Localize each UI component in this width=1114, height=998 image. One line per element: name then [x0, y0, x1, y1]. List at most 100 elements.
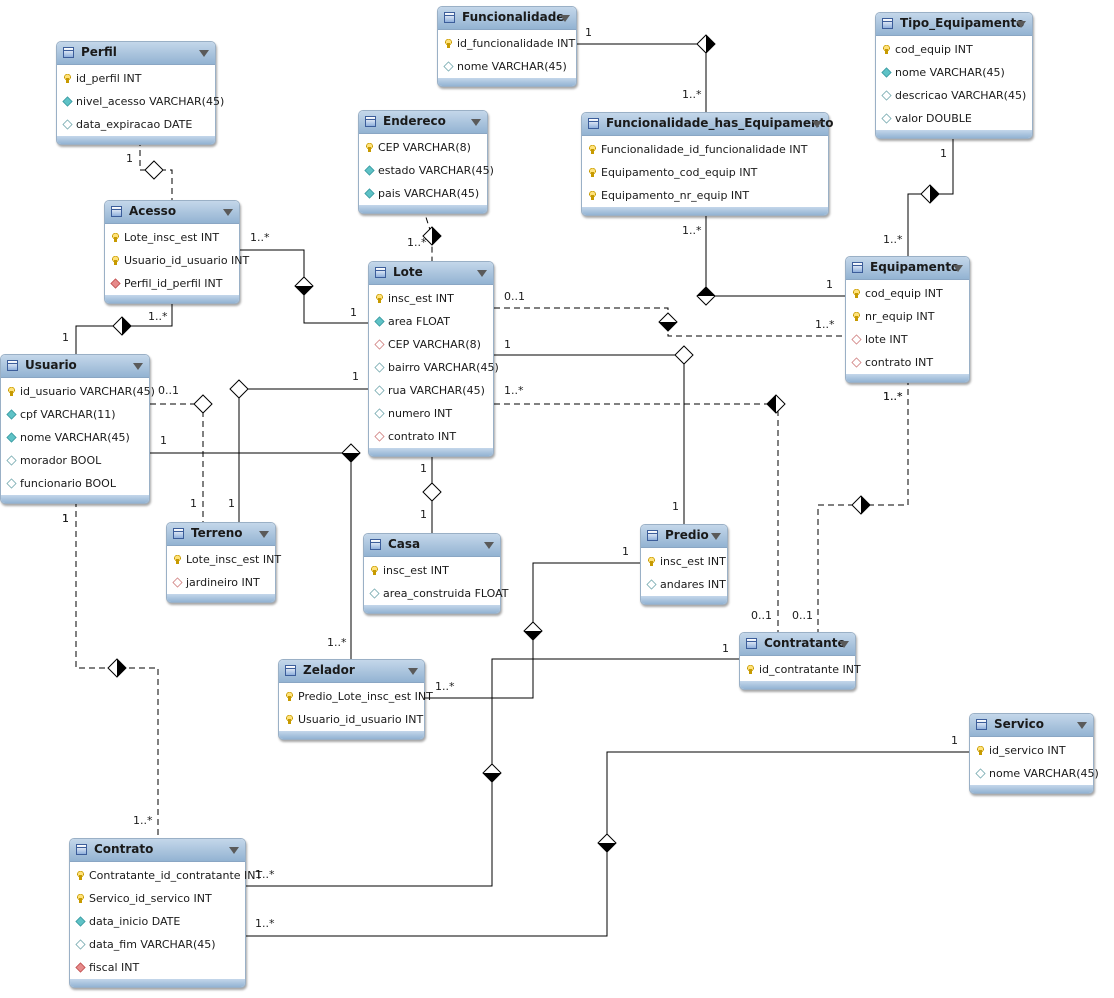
column-row[interactable]: id_funcionalidade INT: [438, 33, 576, 56]
column-row[interactable]: nivel_acesso VARCHAR(45): [57, 91, 224, 114]
column-row[interactable]: insc_est INT: [369, 288, 493, 311]
column-row[interactable]: Usuario_id_usuario INT: [279, 709, 424, 732]
table-header[interactable]: Usuario: [1, 355, 149, 378]
table-header[interactable]: Tipo_Equipamento: [876, 13, 1032, 36]
column-row[interactable]: id_servico INT: [970, 740, 1093, 763]
column-row[interactable]: nome VARCHAR(45): [438, 56, 576, 79]
column-row[interactable]: Contratante_id_contratante INT: [70, 865, 262, 888]
table-header[interactable]: Terreno: [167, 523, 275, 546]
column-row[interactable]: cpf VARCHAR(11): [1, 404, 149, 427]
column-row[interactable]: Usuario_id_usuario INT: [105, 250, 249, 273]
collapse-arrow-icon[interactable]: [471, 119, 481, 126]
table-header[interactable]: Acesso: [105, 201, 239, 224]
column-row[interactable]: lote INT: [846, 329, 969, 352]
nullable-column-icon: [369, 588, 380, 599]
collapse-arrow-icon[interactable]: [199, 50, 209, 57]
collapse-arrow-icon[interactable]: [953, 265, 963, 272]
collapse-arrow-icon[interactable]: [839, 641, 849, 648]
column-row[interactable]: nr_equip INT: [846, 306, 969, 329]
table-usuario[interactable]: Usuario id_usuario VARCHAR(45)cpf VARCHAR…: [0, 354, 155, 504]
column-row[interactable]: descricao VARCHAR(45): [876, 85, 1032, 108]
column-row[interactable]: bairro VARCHAR(45): [369, 357, 499, 380]
column-row[interactable]: Predio_Lote_insc_est INT: [279, 686, 433, 709]
column-row[interactable]: cod_equip INT: [846, 283, 969, 306]
column-row[interactable]: Servico_id_servico INT: [70, 888, 245, 911]
column-row[interactable]: data_inicio DATE: [70, 911, 245, 934]
table-header[interactable]: Predio: [641, 525, 727, 548]
collapse-arrow-icon[interactable]: [133, 363, 143, 370]
table-header[interactable]: Casa: [364, 534, 500, 557]
column-row[interactable]: pais VARCHAR(45): [359, 183, 487, 206]
column-row[interactable]: nome VARCHAR(45): [1, 427, 149, 450]
table-header[interactable]: Endereco: [359, 111, 487, 134]
column-row[interactable]: CEP VARCHAR(8): [369, 334, 493, 357]
table-header[interactable]: Funcionalidade_has_Equipamento: [582, 113, 834, 136]
column-row[interactable]: id_contratante INT: [740, 659, 861, 682]
column-row[interactable]: estado VARCHAR(45): [359, 160, 494, 183]
column-row[interactable]: insc_est INT: [364, 560, 500, 583]
column-row[interactable]: valor DOUBLE: [876, 108, 1032, 131]
column-row[interactable]: area FLOAT: [369, 311, 493, 334]
table-header[interactable]: Contratante: [740, 633, 855, 656]
column-row[interactable]: Funcionalidade_id_funcionalidade INT: [582, 139, 828, 162]
collapse-arrow-icon[interactable]: [560, 15, 570, 22]
collapse-arrow-icon[interactable]: [711, 533, 721, 540]
column-row[interactable]: data_expiracao DATE: [57, 114, 215, 137]
column-row[interactable]: Equipamento_nr_equip INT: [582, 185, 828, 208]
column-row[interactable]: numero INT: [369, 403, 493, 426]
column-row[interactable]: Perfil_id_perfil INT: [105, 273, 239, 296]
column-row[interactable]: CEP VARCHAR(8): [359, 137, 487, 160]
table-header[interactable]: Lote: [369, 262, 493, 285]
column-row[interactable]: data_fim VARCHAR(45): [70, 934, 245, 957]
column-row[interactable]: Lote_insc_est INT: [167, 549, 281, 572]
collapse-arrow-icon[interactable]: [477, 270, 487, 277]
column-row[interactable]: nome VARCHAR(45): [970, 763, 1099, 786]
column-row[interactable]: Lote_insc_est INT: [105, 227, 239, 250]
table-header[interactable]: Perfil: [57, 42, 215, 65]
column-row[interactable]: fiscal INT: [70, 957, 245, 980]
column-row[interactable]: Equipamento_cod_equip INT: [582, 162, 828, 185]
collapse-arrow-icon[interactable]: [408, 668, 418, 675]
column-row[interactable]: jardineiro INT: [167, 572, 275, 595]
collapse-arrow-icon[interactable]: [223, 209, 233, 216]
column-row[interactable]: contrato INT: [369, 426, 493, 449]
column-row[interactable]: morador BOOL: [1, 450, 149, 473]
column-row[interactable]: rua VARCHAR(45): [369, 380, 493, 403]
collapse-arrow-icon[interactable]: [812, 121, 822, 128]
collapse-arrow-icon[interactable]: [1016, 21, 1026, 28]
collapse-arrow-icon[interactable]: [484, 542, 494, 549]
table-contratante[interactable]: Contratante id_contratante INT: [739, 632, 861, 690]
column-row[interactable]: area_construida FLOAT: [364, 583, 509, 606]
column-row[interactable]: cod_equip INT: [876, 39, 1032, 62]
column-row[interactable]: funcionario BOOL: [1, 473, 149, 496]
column-row[interactable]: id_usuario VARCHAR(45): [1, 381, 155, 404]
column-row[interactable]: contrato INT: [846, 352, 969, 375]
table-header[interactable]: Contrato: [70, 839, 245, 862]
table-header[interactable]: Zelador: [279, 660, 424, 683]
table-header[interactable]: Equipamento: [846, 257, 969, 280]
collapse-arrow-icon[interactable]: [259, 531, 269, 538]
column-row[interactable]: id_perfil INT: [57, 68, 215, 91]
table-header[interactable]: Funcionalidade: [438, 7, 576, 30]
column-row[interactable]: insc_est INT: [641, 551, 727, 574]
table-header[interactable]: Servico: [970, 714, 1093, 737]
table-name: Usuario: [25, 358, 77, 372]
column-row[interactable]: nome VARCHAR(45): [876, 62, 1032, 85]
column-row[interactable]: andares INT: [641, 574, 727, 597]
collapse-arrow-icon[interactable]: [229, 847, 239, 854]
collapse-arrow-icon[interactable]: [1077, 722, 1087, 729]
